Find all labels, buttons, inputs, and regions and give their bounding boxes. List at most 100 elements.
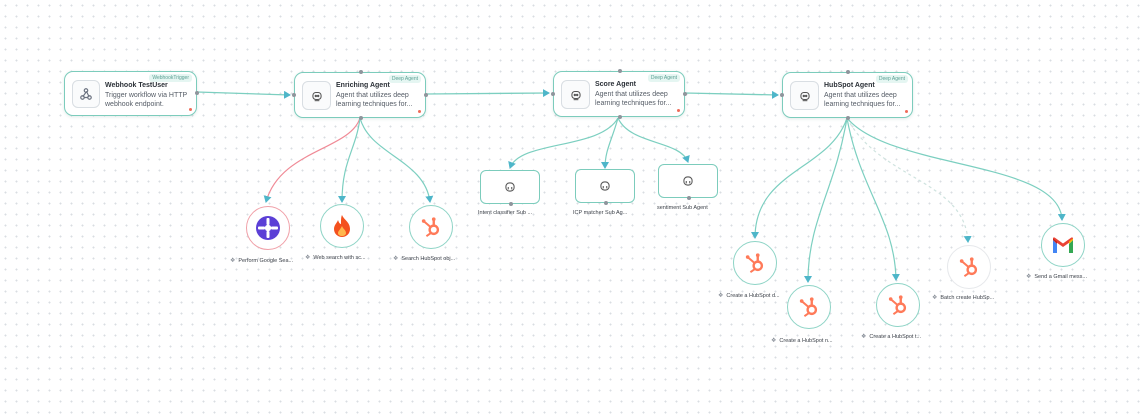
tool-label-text: Create a HubSpot d... <box>726 292 780 299</box>
node-type-badge: Deep Agent <box>647 74 680 82</box>
gmail-send-tool[interactable] <box>1041 223 1085 267</box>
icp-matcher-sub-agent[interactable] <box>575 169 635 205</box>
status-dot <box>418 110 421 113</box>
tool-label-text: Batch create HubSp... <box>940 294 995 301</box>
sentiment-sub-agent[interactable] <box>658 164 718 200</box>
bottom-port[interactable] <box>359 116 363 120</box>
output-port[interactable] <box>683 92 687 96</box>
intent-classifier-sub-agent[interactable] <box>480 170 540 206</box>
google-search-tool[interactable] <box>246 206 290 250</box>
tool-type-icon: ❖ <box>230 258 236 264</box>
sub-agent-label: sentiment Sub Agent <box>657 205 708 211</box>
node-title: Webhook TestUser <box>105 82 168 89</box>
node-title: Enriching Agent <box>336 82 390 89</box>
tool-type-icon: ❖ <box>932 295 938 301</box>
input-port[interactable] <box>551 92 555 96</box>
edge-enriching-score <box>425 89 550 98</box>
hubspot-icon <box>799 297 818 317</box>
bottom-port[interactable] <box>687 196 691 200</box>
robot-icon <box>302 81 331 110</box>
top-port[interactable] <box>846 70 850 74</box>
node-description: Agent that utilizes deep learning techni… <box>824 92 901 108</box>
hubspot-icon <box>421 217 440 237</box>
tool-label-text: Create a HubSpot t... <box>869 333 922 340</box>
tool-label: ❖Create a HubSpot d... <box>718 292 780 300</box>
status-dot <box>905 110 908 113</box>
edge-hubspot-create-n <box>804 117 848 283</box>
status-dot <box>189 108 192 111</box>
enriching-agent-node[interactable]: Deep Agent Enriching Agent Agent that ut… <box>292 70 428 120</box>
node-description: Agent that utilizes deep learning techni… <box>336 92 413 108</box>
output-port[interactable] <box>424 93 428 97</box>
webhook-trigger-node[interactable]: WebhookTrigger Webhook TestUser Trigger … <box>64 71 199 116</box>
hubspot-icon <box>888 295 907 315</box>
tool-type-icon: ❖ <box>771 338 777 344</box>
edge-hubspot-gmail <box>846 117 1066 221</box>
hubspot-icon <box>959 257 978 277</box>
hubspot-agent-node[interactable]: Deep Agent HubSpot Agent Agent that util… <box>780 70 913 120</box>
input-port[interactable] <box>292 93 296 97</box>
edge-hubspot-create-t <box>846 117 900 281</box>
status-dot <box>677 109 680 112</box>
top-port[interactable] <box>618 69 622 73</box>
bottom-port[interactable] <box>846 116 850 120</box>
tool-label-text: Web search with sc... <box>313 254 366 261</box>
bottom-port[interactable] <box>604 201 608 205</box>
tool-type-icon: ❖ <box>861 334 867 340</box>
tool-label-text: Perform Google Sea... <box>238 257 294 264</box>
edge-enriching-hubspot-search <box>359 117 434 203</box>
gmail-icon <box>1053 236 1073 253</box>
node-type-badge: Deep Agent <box>388 75 421 83</box>
tool-label-text: Send a Gmail mess... <box>1034 273 1087 280</box>
edge-score-icp <box>601 117 619 169</box>
hubspot-icon <box>745 253 764 273</box>
edge-score-hubspot <box>684 90 779 99</box>
hubspot-create-t-tool[interactable] <box>876 283 920 327</box>
bottom-port[interactable] <box>509 202 513 206</box>
tool-label: ❖Perform Google Sea... <box>230 257 294 265</box>
node-description: Trigger workflow via HTTP webhook endpoi… <box>105 92 188 108</box>
sub-agent-label: Intent classifier Sub ... <box>478 210 533 216</box>
tool-label: ❖Send a Gmail mess... <box>1026 273 1087 281</box>
web-search-tool[interactable] <box>320 204 364 248</box>
edge-hubspot-create-d <box>751 117 848 239</box>
hubspot-batch-create-tool[interactable] <box>947 245 991 289</box>
input-port[interactable] <box>780 93 784 97</box>
robot-icon <box>683 176 693 186</box>
tool-label: ❖Web search with sc... <box>305 254 366 262</box>
score-agent-node[interactable]: Deep Agent Score Agent Agent that utiliz… <box>551 69 687 119</box>
flame-icon <box>334 215 350 237</box>
hubspot-create-d-tool[interactable] <box>733 241 777 285</box>
top-port[interactable] <box>359 70 363 74</box>
tool-label: ❖Create a HubSpot n... <box>771 337 833 345</box>
tool-type-icon: ❖ <box>718 293 724 299</box>
webhook-icon <box>72 80 100 108</box>
tool-label: ❖Search HubSpot obj... <box>393 255 456 263</box>
robot-icon <box>790 81 819 110</box>
node-title: HubSpot Agent <box>824 82 875 89</box>
robot-icon <box>600 181 610 191</box>
bottom-port[interactable] <box>618 115 622 119</box>
node-type-badge: WebhookTrigger <box>149 74 192 82</box>
google-search-tool-icon <box>256 216 280 240</box>
node-type-badge: Deep Agent <box>875 75 908 83</box>
hubspot-create-n-tool[interactable] <box>787 285 831 329</box>
tool-type-icon: ❖ <box>305 255 311 261</box>
tool-label-text: Search HubSpot obj... <box>401 255 456 262</box>
hubspot-search-tool[interactable] <box>409 205 453 249</box>
edge-score-intent <box>508 117 619 169</box>
edge-enriching-google <box>263 117 361 203</box>
tool-label: ❖Batch create HubSp... <box>932 294 995 302</box>
edge-hubspot-batch <box>846 117 972 243</box>
edge-webhook-enriching <box>196 90 291 99</box>
output-port[interactable] <box>195 91 199 95</box>
robot-icon <box>505 182 515 192</box>
tool-type-icon: ❖ <box>393 256 399 262</box>
tool-label: ❖Create a HubSpot t... <box>861 333 922 341</box>
sub-agent-label: ICP matcher Sub Ag... <box>573 210 628 216</box>
robot-icon <box>561 80 590 109</box>
edge-score-sentiment <box>617 117 690 163</box>
tool-type-icon: ❖ <box>1026 274 1032 280</box>
edge-enriching-firecrawl <box>338 117 361 203</box>
